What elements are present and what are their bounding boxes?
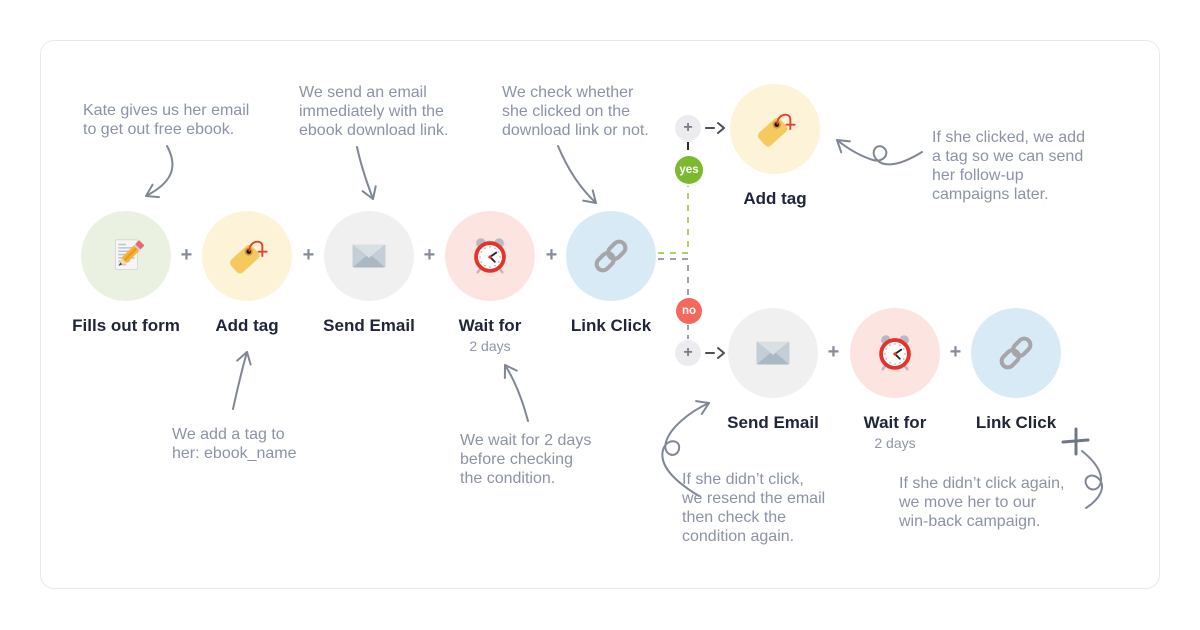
node-label-link-click: Link Click [570, 316, 652, 335]
node-label-yes-add-tag: Add tag [743, 189, 807, 208]
tag-icon [757, 113, 796, 147]
node-label-add-tag: Add tag [215, 316, 279, 335]
annotation-send-email: We send an email immediately with the eb… [299, 84, 449, 139]
node-link-click[interactable] [566, 211, 656, 301]
tag-icon [229, 240, 268, 274]
plus-separator: + [827, 341, 840, 363]
plus-separator: + [302, 244, 315, 266]
node-wait-for[interactable] [445, 211, 535, 301]
envelope-icon [756, 341, 790, 365]
annotation-signup: Kate gives us her email to get out free … [83, 102, 250, 138]
node-send-email[interactable] [324, 211, 414, 301]
plus-separator: + [949, 341, 962, 363]
annotation-add-tag: We add a tag to her: ebook_name [172, 426, 297, 462]
node-label-no-link-click: Link Click [975, 413, 1057, 432]
alarm-clock-icon [879, 335, 911, 371]
chain-link-icon [594, 239, 628, 273]
plus-separator: + [545, 244, 558, 266]
no-badge: no [676, 298, 702, 324]
canvas-card [40, 40, 1160, 589]
node-no-wait-for[interactable] [850, 308, 940, 398]
node-add-tag[interactable] [202, 211, 292, 301]
form-pencil-icon [114, 239, 145, 270]
node-label-wait-for: Wait for [458, 316, 522, 335]
node-no-send-email[interactable] [728, 308, 818, 398]
node-sublabel-wait-duration: 2 days [469, 338, 511, 354]
annotation-not-clicked: If she didn’t click, we resend the email… [682, 471, 826, 545]
node-no-link-click[interactable] [971, 308, 1061, 398]
yes-badge: yes [675, 156, 703, 184]
chain-link-icon [999, 336, 1033, 370]
annotation-check-click: We check whether she clicked on the down… [502, 84, 649, 139]
add-step-button-yes[interactable]: + [675, 115, 701, 141]
add-step-button-no[interactable]: + [675, 340, 701, 366]
envelope-icon [352, 244, 386, 268]
alarm-clock-icon [474, 238, 506, 274]
plus-separator: + [423, 244, 436, 266]
node-fills-out-form[interactable] [81, 211, 171, 301]
node-sublabel-no-wait-duration: 2 days [874, 435, 916, 451]
node-label-no-wait-for: Wait for [863, 413, 927, 432]
node-label-no-send-email: Send Email [727, 413, 819, 432]
annotation-win-back: If she didn’t click again, we move her t… [899, 475, 1065, 530]
annotation-wait: We wait for 2 days before checking the c… [460, 432, 592, 487]
annotation-clicked: If she clicked, we add a tag so we can s… [932, 129, 1085, 203]
node-label-fills-out-form: Fills out form [72, 316, 180, 335]
node-label-send-email: Send Email [323, 316, 415, 335]
plus-separator: + [180, 244, 193, 266]
node-yes-add-tag[interactable] [730, 84, 820, 174]
